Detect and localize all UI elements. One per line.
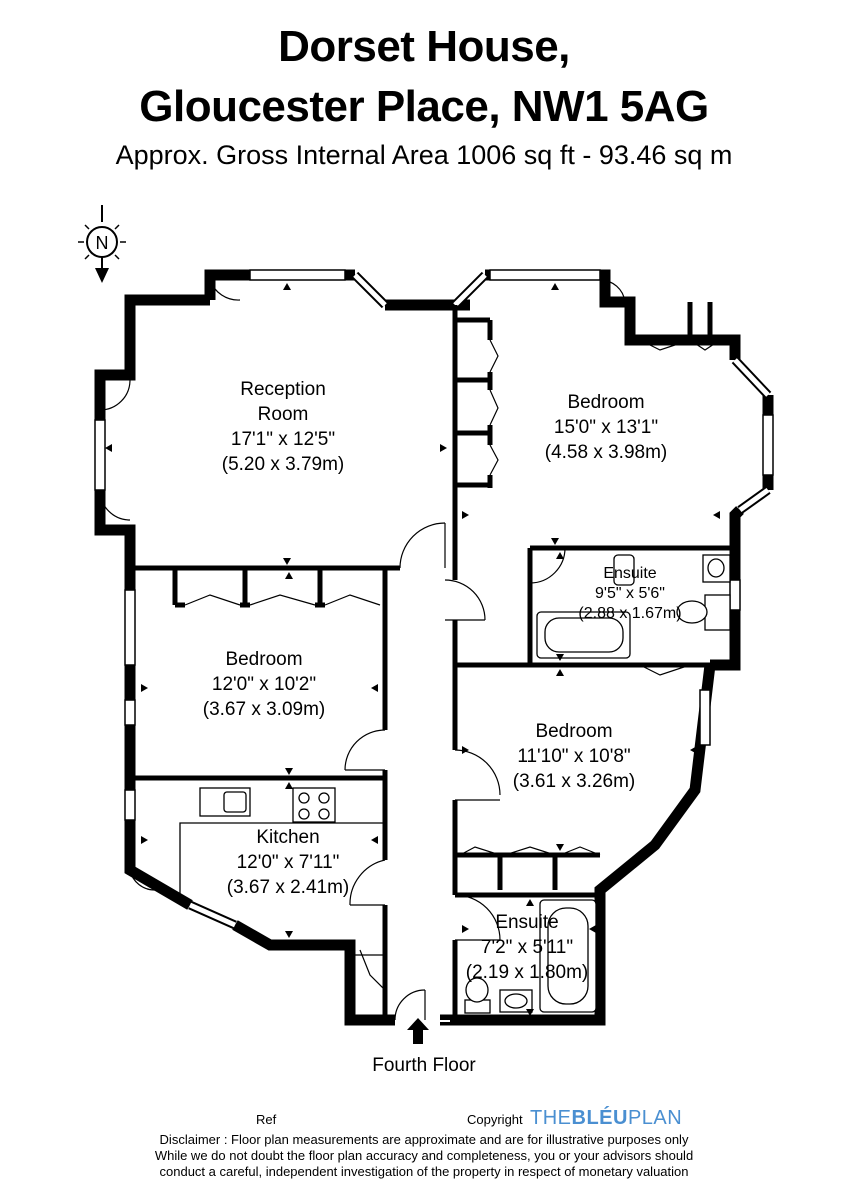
brand-bleu: BLÉU	[571, 1107, 628, 1129]
reception-imperial: 17'1" x 12'5"	[231, 429, 335, 450]
disclaimer: Disclaimer : Floor plan measurements are…	[0, 1132, 848, 1180]
ensuite-ne-name: Ensuite	[603, 565, 656, 582]
ensuite-s-metric: (2.19 x 1.80m)	[466, 962, 589, 983]
copyright-label: Copyright	[467, 1112, 523, 1127]
reception-metric: (5.20 x 3.79m)	[222, 454, 345, 475]
brand-the: THE	[530, 1107, 572, 1129]
disclaimer-line: Disclaimer : Floor plan measurements are…	[159, 1132, 689, 1147]
reception-name-line1: Reception	[240, 379, 326, 400]
kitchen-imperial: 12'0" x 7'11"	[237, 852, 340, 873]
measurement-markers	[105, 283, 720, 1016]
bedroom-e-imperial: 11'10" x 10'8"	[517, 746, 630, 767]
brand-plan: PLAN	[627, 1107, 683, 1129]
fixtures	[179, 554, 731, 1022]
ensuite-ne-imperial: 9'5" x 5'6"	[595, 585, 665, 602]
bedroom-w-metric: (3.67 x 3.09m)	[203, 699, 326, 720]
door-swings	[99, 279, 721, 1021]
bedroom-w-name: Bedroom	[225, 649, 302, 670]
floor-label: Fourth Floor	[372, 1055, 476, 1076]
bedroom-ne-metric: (4.58 x 3.98m)	[545, 442, 668, 463]
bedroom-e-metric: (3.61 x 3.26m)	[513, 771, 636, 792]
brand-logo: THEBLÉUPLAN	[530, 1107, 682, 1130]
ensuite-ne-metric: (2.88 x 1.67m)	[578, 605, 681, 622]
ensuite-s-imperial: 7'2" x 5'11"	[481, 937, 573, 958]
kitchen-name: Kitchen	[256, 827, 319, 848]
property-title-line1: Dorset House,	[278, 22, 570, 71]
ref-label: Ref	[256, 1112, 277, 1127]
bedroom-e-name: Bedroom	[535, 721, 612, 742]
kitchen-metric: (3.67 x 2.41m)	[227, 877, 350, 898]
bedroom-w-imperial: 12'0" x 10'2"	[212, 674, 316, 695]
property-title-line2: Gloucester Place, NW1 5AG	[139, 82, 709, 131]
disclaimer-line: While we do not doubt the floor plan acc…	[154, 1148, 694, 1163]
room-labels: Reception Room 17'1" x 12'5" (5.20 x 3.7…	[203, 379, 682, 983]
reception-name-line2: Room	[258, 404, 309, 425]
entrance-arrow-icon	[407, 1018, 429, 1044]
north-arrow-icon: N	[78, 205, 126, 283]
interior-walls	[135, 302, 735, 1020]
compass-letter: N	[96, 233, 109, 253]
bedroom-ne-imperial: 15'0" x 13'1"	[554, 417, 658, 438]
gross-internal-area: Approx. Gross Internal Area 1006 sq ft -…	[115, 140, 733, 170]
bedroom-ne-name: Bedroom	[567, 392, 644, 413]
disclaimer-line: conduct a careful, independent investiga…	[159, 1164, 689, 1179]
ensuite-s-name: Ensuite	[495, 912, 558, 933]
exterior-walls	[94, 269, 774, 1026]
